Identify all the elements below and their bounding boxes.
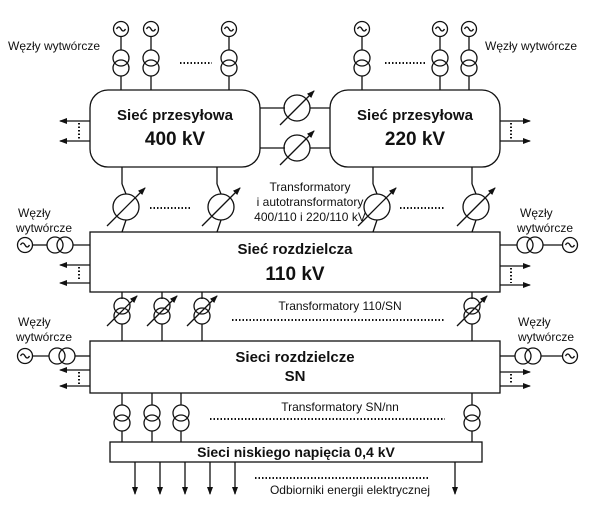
transformer-icon	[113, 297, 131, 315]
gen-label-top-left: Węzły wytwórcze	[8, 39, 100, 53]
mv-transformers-label: Transformatory 110/SN	[278, 299, 401, 313]
transformer-icon	[460, 49, 478, 67]
sine-wave-icon	[463, 26, 475, 32]
gen-label-sn-left: Węzły	[18, 315, 51, 329]
transformer-icon	[172, 404, 190, 422]
sine-wave-icon	[434, 26, 446, 32]
transformer-icon	[112, 59, 130, 77]
loads-label: Odbiorniki energii elektrycznej	[270, 483, 430, 497]
transformer-icon	[353, 59, 371, 77]
net110-title: Sieć rozdzielcza	[237, 241, 353, 258]
transformer-icon	[220, 49, 238, 67]
transformer-icon	[112, 49, 130, 67]
connection-line	[216, 183, 222, 195]
sine-wave-icon	[223, 26, 235, 32]
netnn-title: Sieci niskiego napięcia 0,4 kV	[197, 444, 395, 460]
gen-label-110-left-2: wytwórcze	[15, 221, 72, 235]
connection-line	[372, 183, 378, 195]
sine-wave-icon	[19, 353, 31, 359]
regulation-arrow-icon	[357, 187, 397, 227]
box-400kv	[89, 89, 261, 168]
transformer-icon	[353, 49, 371, 67]
regulation-arrow-icon	[106, 295, 138, 327]
regulation-arrow-icon	[186, 295, 218, 327]
hv-transformers-label-2: i autotransformatory	[257, 195, 364, 209]
regulation-arrow-icon	[106, 187, 146, 227]
transformer-icon	[526, 236, 544, 254]
net400-title: Sieć przesyłowa	[117, 107, 234, 124]
regulation-arrow-icon	[456, 187, 496, 227]
gen-label-110-left: Węzły	[18, 206, 51, 220]
net400-voltage: 400 kV	[145, 129, 206, 150]
regulation-arrow-icon	[201, 187, 241, 227]
regulation-arrow-icon	[456, 295, 488, 327]
generator-icon	[561, 236, 579, 254]
transformer-icon	[56, 236, 74, 254]
connection-line	[471, 219, 477, 233]
gen-label-sn-left-2: wytwórcze	[15, 330, 72, 344]
transformer-icon	[143, 414, 161, 432]
box-nn	[109, 441, 483, 463]
connection-line	[471, 183, 477, 195]
netsn-title: Sieci rozdzielcze	[235, 349, 354, 366]
regulation-arrow-icon	[279, 130, 315, 166]
transformer-icon	[46, 236, 64, 254]
transformer-icon	[460, 59, 478, 77]
gen-label-110-right: Węzły	[520, 206, 553, 220]
gen-label-top-right: Węzły wytwórcze	[485, 39, 577, 53]
transformer-icon	[58, 347, 76, 365]
hv-transformers-label-3: 400/110 i 220/110 kV	[254, 210, 366, 224]
connection-line	[372, 219, 378, 233]
gen-label-sn-right: Węzły	[518, 315, 551, 329]
transformer-icon	[516, 236, 534, 254]
sine-wave-icon	[115, 26, 127, 32]
sine-wave-icon	[564, 242, 576, 248]
regulation-arrow-icon	[146, 295, 178, 327]
hv-transformers-label-1: Transformatory	[270, 180, 351, 194]
transformer-icon	[431, 59, 449, 77]
sine-wave-icon	[145, 26, 157, 32]
net220-title: Sieć przesyłowa	[357, 107, 474, 124]
transformer-icon	[143, 404, 161, 422]
transformer-icon	[142, 49, 160, 67]
transformer-icon	[431, 49, 449, 67]
sine-wave-icon	[19, 242, 31, 248]
transformer-icon	[463, 297, 481, 315]
sine-wave-icon	[356, 26, 368, 32]
connection-line	[216, 219, 222, 233]
transformer-icon	[524, 347, 542, 365]
gen-label-110-right-2: wytwórcze	[516, 221, 573, 235]
transformer-icon	[172, 414, 190, 432]
box-220kv	[329, 89, 501, 168]
transformer-icon	[142, 59, 160, 77]
box-sn	[89, 340, 501, 394]
sine-wave-icon	[564, 353, 576, 359]
net110-voltage: 110 kV	[265, 264, 324, 285]
netsn-voltage: SN	[285, 368, 306, 385]
generator-icon	[561, 347, 579, 365]
box-110kv	[89, 231, 501, 293]
regulation-arrow-icon	[279, 90, 315, 126]
gen-label-sn-right-2: wytwórcze	[517, 330, 574, 344]
transformer-icon	[48, 347, 66, 365]
transformer-icon	[193, 297, 211, 315]
transformer-icon	[153, 297, 171, 315]
transformer-icon	[113, 414, 131, 432]
transformer-icon	[463, 404, 481, 422]
connection-line	[121, 219, 127, 233]
transformer-icon	[463, 414, 481, 432]
net220-voltage: 220 kV	[385, 129, 446, 150]
transformer-icon	[220, 59, 238, 77]
transformer-icon	[113, 404, 131, 422]
connection-line	[121, 183, 127, 195]
lv-transformers-label: Transformatory SN/nn	[281, 400, 399, 414]
transformer-icon	[514, 347, 532, 365]
